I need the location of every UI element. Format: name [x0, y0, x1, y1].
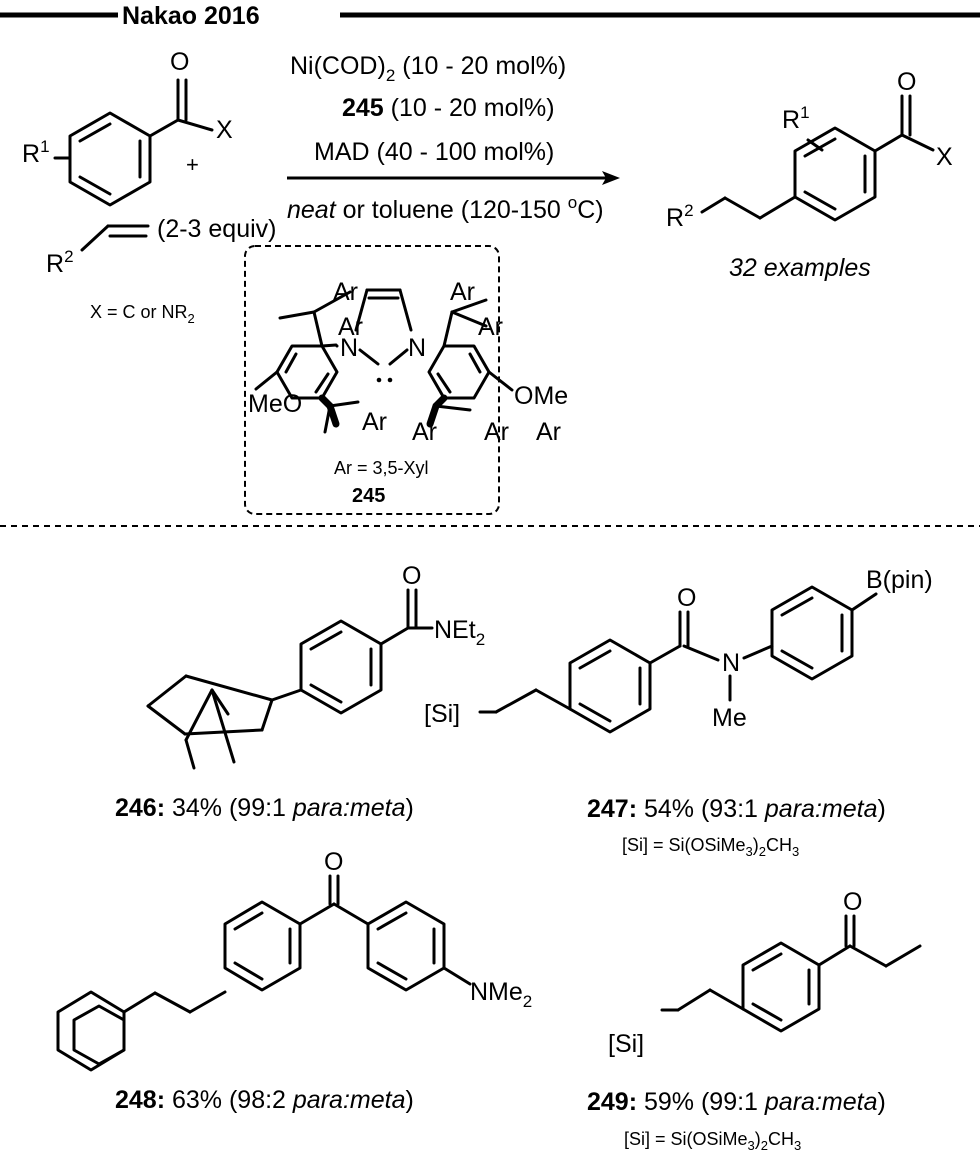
product-r2-label: R2 — [666, 201, 694, 232]
product-general: O X R1 R2 32 examples — [666, 68, 953, 282]
ligand-n-right: N — [408, 334, 426, 362]
product-249-si-note: [Si] = Si(OSiMe3)2CH3 — [624, 1129, 801, 1153]
ligand-number: 245 — [352, 485, 385, 507]
product-247-bpin: B(pin) — [866, 566, 933, 594]
product-247-nitrogen: N — [722, 649, 740, 677]
ligand-245: N N Ar Ar MeO Ar Ar Ar Ar OMe — [244, 245, 568, 515]
ligand-ar-5: Ar — [450, 278, 475, 306]
ligand-ar-3: Ar — [362, 408, 387, 436]
product-248: O NMe2 248: 63% (98:2 para:meta) — [56, 848, 532, 1114]
ligand-ar-2: Ar — [338, 313, 363, 341]
arene-carbonyl-x: X — [216, 116, 233, 144]
ligand-ome: OMe — [514, 382, 568, 410]
ligand-ar-definition: Ar = 3,5-Xyl — [334, 458, 429, 478]
product-carbonyl-oxygen: O — [897, 68, 916, 96]
x-definition: X = C or NR2 — [90, 302, 195, 326]
additive-condition: MAD (40 - 100 mol%) — [314, 138, 554, 166]
product-247-caption: 247: 54% (93:1 para:meta) — [587, 795, 886, 823]
alkene-reagent: R2 (2-3 equiv) X = C or NR2 — [46, 215, 277, 326]
product-249-oxygen: O — [843, 888, 862, 916]
product-248-oxygen: O — [324, 848, 343, 876]
ligand-ar-1: Ar — [333, 278, 358, 306]
product-246-caption: 246: 34% (99:1 para:meta) — [115, 794, 414, 822]
product-r1-label: R1 — [782, 103, 810, 134]
product-247-methyl: Me — [712, 704, 747, 732]
ligand-condition: 245 (10 - 20 mol%) — [342, 94, 555, 122]
catalyst-condition: Ni(COD)2 (10 - 20 mol%) — [290, 52, 566, 85]
product-247-oxygen: O — [677, 584, 696, 612]
product-246: O NEt2 246: 34% (99:1 para:meta) — [115, 562, 485, 822]
header: Nakao 2016 — [0, 2, 980, 30]
ligand-ar-8: Ar — [536, 418, 561, 446]
product-249: O [Si] 249: 59% (99:1 para:meta) [Si] = … — [587, 888, 922, 1153]
ligand-ar-6: Ar — [478, 313, 503, 341]
product-247-si: [Si] — [424, 700, 460, 728]
product-247: O N Me B(pin) [Si] 247: 54% (93:1 para:m… — [424, 566, 933, 859]
ligand-meo: MeO — [248, 390, 302, 418]
product-carbonyl-x: X — [936, 143, 953, 171]
product-249-si: [Si] — [608, 1030, 644, 1058]
alkene-r2-label: R2 — [46, 247, 74, 278]
examples-count: 32 examples — [729, 254, 871, 282]
ligand-n-left: N — [340, 334, 358, 362]
alkene-equiv: (2-3 equiv) — [157, 215, 277, 243]
product-248-amine: NMe2 — [470, 978, 532, 1011]
scheme-title: Nakao 2016 — [122, 2, 260, 30]
product-246-oxygen: O — [402, 562, 421, 590]
arene-carbonyl-oxygen: O — [170, 48, 189, 76]
arene-r1-label: R1 — [22, 137, 50, 168]
product-247-si-note: [Si] = Si(OSiMe3)2CH3 — [622, 835, 799, 859]
reaction-conditions: Ni(COD)2 (10 - 20 mol%) 245 (10 - 20 mol… — [287, 52, 620, 224]
product-246-amide: NEt2 — [434, 616, 485, 649]
plus-sign: + — [186, 152, 199, 177]
product-249-caption: 249: 59% (99:1 para:meta) — [587, 1088, 886, 1116]
starting-arene: O X R1 + — [22, 48, 233, 207]
ligand-ar-7: Ar — [484, 418, 509, 446]
product-248-caption: 248: 63% (98:2 para:meta) — [115, 1086, 414, 1114]
solvent-condition: neat or toluene (120-150 oC) — [287, 193, 604, 224]
